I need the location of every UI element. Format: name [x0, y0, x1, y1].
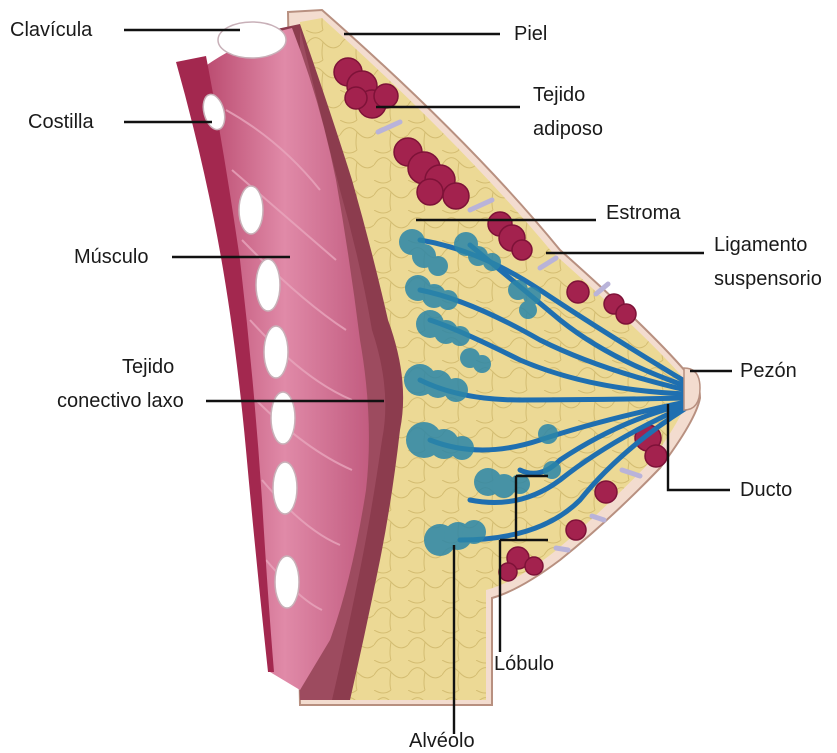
label-pezon: Pezón — [740, 359, 797, 383]
label-piel: Piel — [514, 22, 547, 46]
label-tejido-adiposo-2: adiposo — [533, 117, 603, 141]
label-estroma: Estroma — [606, 201, 680, 225]
label-musculo: Músculo — [74, 245, 148, 269]
label-clavicula: Clavícula — [10, 18, 92, 42]
label-tejido-adiposo-1: Tejido — [533, 83, 585, 107]
label-ducto: Ducto — [740, 478, 792, 502]
label-lobulo: Lóbulo — [494, 652, 554, 676]
label-tejido-conectivo-2: conectivo laxo — [57, 389, 184, 413]
label-ligamento-2: suspensorio — [714, 267, 822, 291]
label-tejido-conectivo-1: Tejido — [122, 355, 174, 379]
clavicle-bone — [218, 22, 286, 58]
label-ligamento-1: Ligamento — [714, 233, 807, 257]
label-alveolo: Alvéolo — [409, 729, 475, 753]
label-costilla: Costilla — [28, 110, 94, 134]
